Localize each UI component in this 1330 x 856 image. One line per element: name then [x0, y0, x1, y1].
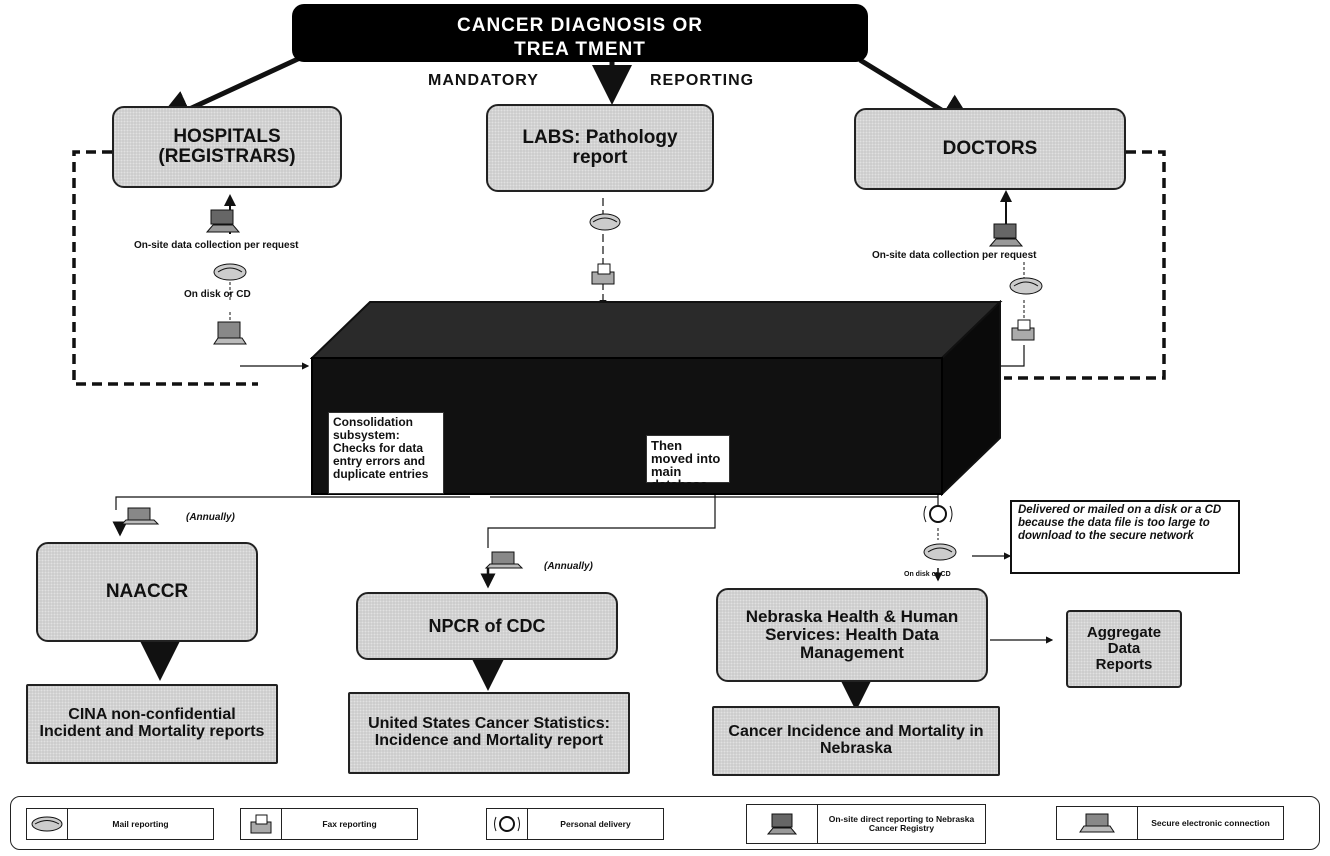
hospitals-box: HOSPITALS (REGISTRARS) [112, 106, 342, 188]
labs-line-2: report [572, 147, 628, 168]
nebraska-incidence-box: Cancer Incidence and Mortality in Nebras… [712, 706, 1000, 776]
hospitals-line-2: (REGISTRARS) [158, 146, 296, 167]
doctors-label: DOCTORS [942, 138, 1038, 160]
legend-fax-label: Fax reporting [281, 809, 417, 839]
main-database-box: Then moved into main database [646, 435, 730, 491]
legend-item-fax: Fax reporting [240, 808, 418, 840]
legend [10, 796, 1320, 850]
annually-label-1: (Annually) [186, 512, 235, 523]
annually-label-2: (Annually) [544, 561, 593, 572]
secure-connection-icon [120, 507, 160, 525]
reporting-label: REPORTING [650, 72, 755, 89]
legend-secure-connection-label: Secure electronic connection [1137, 807, 1283, 839]
mail-icon [589, 213, 621, 231]
mail-icon [923, 543, 957, 561]
consolidation-subsystem-box: Consolidation subsystem: Checks for data… [328, 412, 444, 494]
labs-box: LABS: Pathology report [486, 104, 714, 192]
naaccr-box: NAACCR [36, 542, 258, 642]
secure-connection-icon [213, 321, 247, 345]
laptop-icon [205, 209, 241, 233]
personal-delivery-icon [487, 813, 527, 835]
dashed-loop-right [1004, 141, 1166, 380]
personal-delivery-icon [923, 505, 953, 523]
fax-icon [241, 813, 281, 835]
fax-icon [591, 263, 615, 285]
uscs-report-box: United States Cancer Statistics: Inciden… [348, 692, 630, 774]
onsite-collection-right: On-site data collection per request [872, 250, 1037, 261]
npcr-box: NPCR of CDC [356, 592, 618, 660]
mail-icon [213, 263, 247, 281]
secure-connection-icon [1057, 812, 1137, 834]
aggregate-data-reports-box: Aggregate Data Reports [1066, 610, 1182, 688]
hospitals-line-1: HOSPITALS [173, 126, 281, 148]
legend-item-onsite-direct: On-site direct reporting to Nebraska Can… [746, 804, 986, 844]
legend-item-mail: Mail reporting [26, 808, 214, 840]
legend-personal-delivery-label: Personal delivery [527, 809, 663, 839]
secure-connection-icon [484, 551, 524, 569]
header-line-2: TREA TMENT [514, 39, 646, 60]
cina-reports-box: CINA non-confidential Incident and Morta… [26, 684, 278, 764]
laptop-icon [988, 223, 1024, 247]
legend-mail-label: Mail reporting [67, 809, 213, 839]
dashed-loop-left [72, 141, 258, 386]
delivered-note: Delivered or mailed on a disk or a CD be… [1010, 500, 1240, 574]
legend-item-secure-connection: Secure electronic connection [1056, 806, 1284, 840]
onsite-collection-left: On-site data collection per request [134, 240, 299, 251]
mandatory-label: MANDATORY [428, 72, 539, 89]
cancer-diagnosis-header: CANCER DIAGNOSIS OR TREA TMENT [292, 4, 868, 62]
fax-icon [1011, 319, 1035, 341]
mail-icon [27, 815, 67, 833]
legend-onsite-direct-label: On-site direct reporting to Nebraska Can… [817, 805, 985, 843]
doctors-box: DOCTORS [854, 108, 1126, 190]
mail-icon [1009, 277, 1043, 295]
laptop-icon [747, 812, 817, 836]
labs-line-1: LABS: Pathology [522, 127, 678, 149]
legend-item-personal-delivery: Personal delivery [486, 808, 664, 840]
disk-cd-small: On disk or CD [904, 571, 951, 578]
disk-cd-left: On disk or CD [184, 289, 251, 300]
header-line-1: CANCER DIAGNOSIS OR [457, 15, 703, 36]
nebraska-hhs-box: Nebraska Health & Human Services: Health… [716, 588, 988, 682]
